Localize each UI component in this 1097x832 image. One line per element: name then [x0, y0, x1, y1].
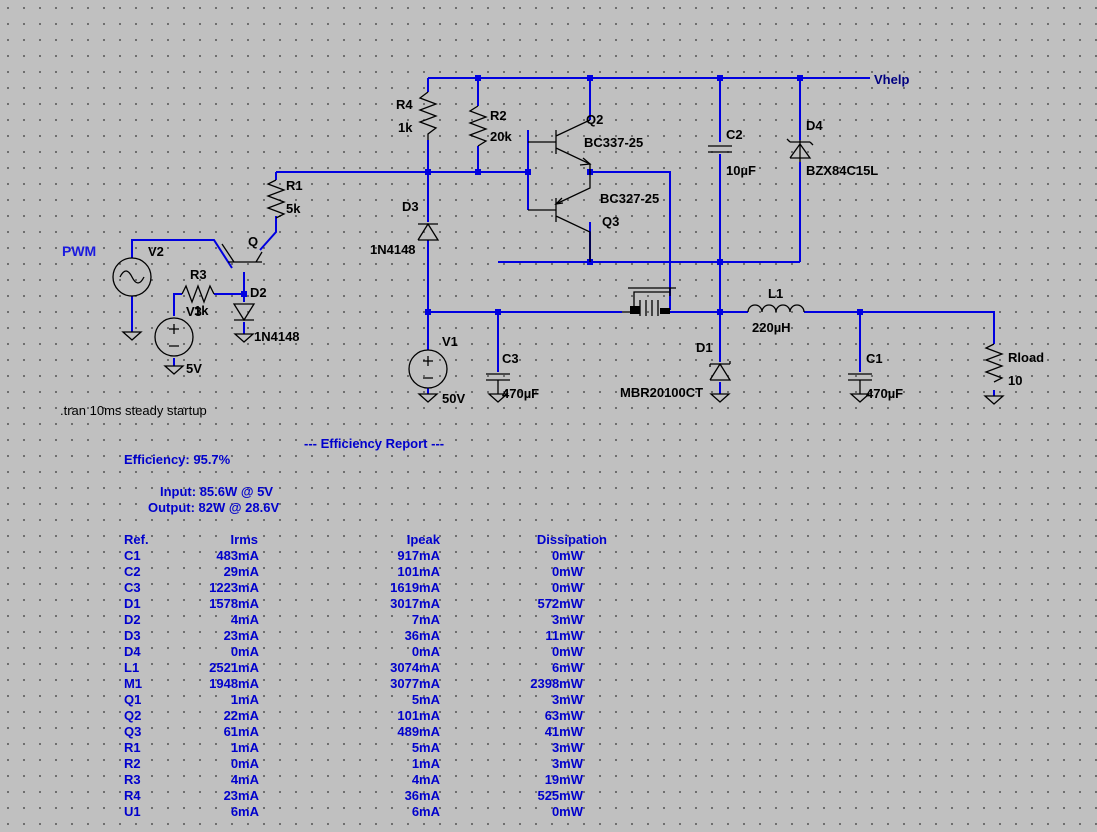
r2-value: 20k [490, 129, 512, 144]
junction-dot [475, 169, 481, 175]
diode-d1[interactable] [709, 361, 732, 403]
net-label-vhelp: Vhelp [874, 72, 909, 87]
d2-value: 1N4148 [254, 329, 300, 344]
r4-value: 1k [398, 120, 413, 135]
transistor-q2[interactable] [528, 119, 592, 172]
c1-name: C1 [866, 351, 883, 366]
resistor-r2[interactable] [468, 105, 488, 147]
inductor-l1[interactable] [747, 304, 805, 313]
junction-dot [717, 259, 723, 265]
v3-value: 5V [186, 361, 202, 376]
junction-dot [587, 75, 593, 81]
junction-dot [797, 75, 803, 81]
r1-value: 5k [286, 201, 301, 216]
c2-value: 10µF [726, 163, 756, 178]
junction-dot [425, 169, 431, 175]
diode-d2[interactable] [232, 303, 256, 343]
wires [131, 77, 995, 396]
r3-value: 1k [194, 303, 209, 318]
q3-value: BC327-25 [600, 191, 659, 206]
v2-name: V2 [148, 244, 164, 259]
voltage-source-v3[interactable] [154, 317, 194, 375]
junction-dot [241, 291, 247, 297]
ground-rload [983, 395, 1005, 405]
d1-value: MBR20100CT [620, 385, 703, 400]
v1-name: V1 [442, 334, 458, 349]
net-label-pwm: PWM [62, 243, 96, 259]
junction-dot [495, 309, 501, 315]
c2-name: C2 [726, 127, 743, 142]
resistor-rload[interactable] [984, 343, 1004, 383]
junction-dot [857, 309, 863, 315]
c3-value: 470µF [502, 386, 539, 401]
r2-name: R2 [490, 108, 507, 123]
q3-name: Q3 [602, 214, 619, 229]
junction-dot [475, 75, 481, 81]
resistor-r3[interactable] [181, 284, 215, 304]
transistor-q1[interactable] [221, 243, 263, 263]
d4-name: D4 [806, 118, 823, 133]
junctions [241, 75, 863, 315]
diode-d4[interactable] [786, 138, 814, 162]
capacitor-c2[interactable] [708, 145, 732, 153]
junction-dot [717, 309, 723, 315]
rload-value: 10 [1008, 373, 1022, 388]
r1-name: R1 [286, 178, 303, 193]
resistor-r4[interactable] [418, 91, 438, 140]
wire-emitter-node[interactable] [590, 171, 671, 310]
c1-value: 470µF [866, 386, 903, 401]
d1-name: D1 [696, 340, 713, 355]
c3-name: C3 [502, 351, 519, 366]
q1-name: Q [248, 234, 258, 249]
wire-r1-bottom[interactable] [259, 216, 277, 251]
rload-name: Rload [1008, 350, 1044, 365]
wire-v2-top[interactable] [131, 239, 233, 269]
d4-value: BZX84C15L [806, 163, 878, 178]
capacitor-c1[interactable] [848, 373, 872, 403]
d3-value: 1N4148 [370, 242, 416, 257]
junction-dot [525, 169, 531, 175]
capacitor-c3[interactable] [486, 373, 510, 403]
voltage-source-v1[interactable] [408, 349, 448, 403]
l1-value: 220µH [752, 320, 791, 335]
v1-value: 50V [442, 391, 465, 406]
d2-name: D2 [250, 285, 267, 300]
q2-name: Q2 [586, 112, 603, 127]
wire-r3-left[interactable] [173, 293, 182, 316]
mosfet-m1[interactable] [622, 287, 676, 316]
wire-output-rail[interactable] [804, 311, 995, 344]
v3-name: V3 [186, 304, 202, 319]
q2-value: BC337-25 [584, 135, 643, 150]
junction-dot [717, 75, 723, 81]
l1-name: L1 [768, 286, 783, 301]
resistor-r1[interactable] [266, 179, 286, 219]
r3-name: R3 [190, 267, 207, 282]
transistor-q3[interactable] [528, 172, 591, 262]
spice-directive[interactable]: .tran 10ms steady startup [60, 403, 207, 418]
voltage-source-v2[interactable] [112, 257, 152, 341]
junction-dot [425, 309, 431, 315]
diode-d3[interactable] [417, 222, 440, 241]
d3-name: D3 [402, 199, 419, 214]
r4-name: R4 [396, 97, 413, 112]
